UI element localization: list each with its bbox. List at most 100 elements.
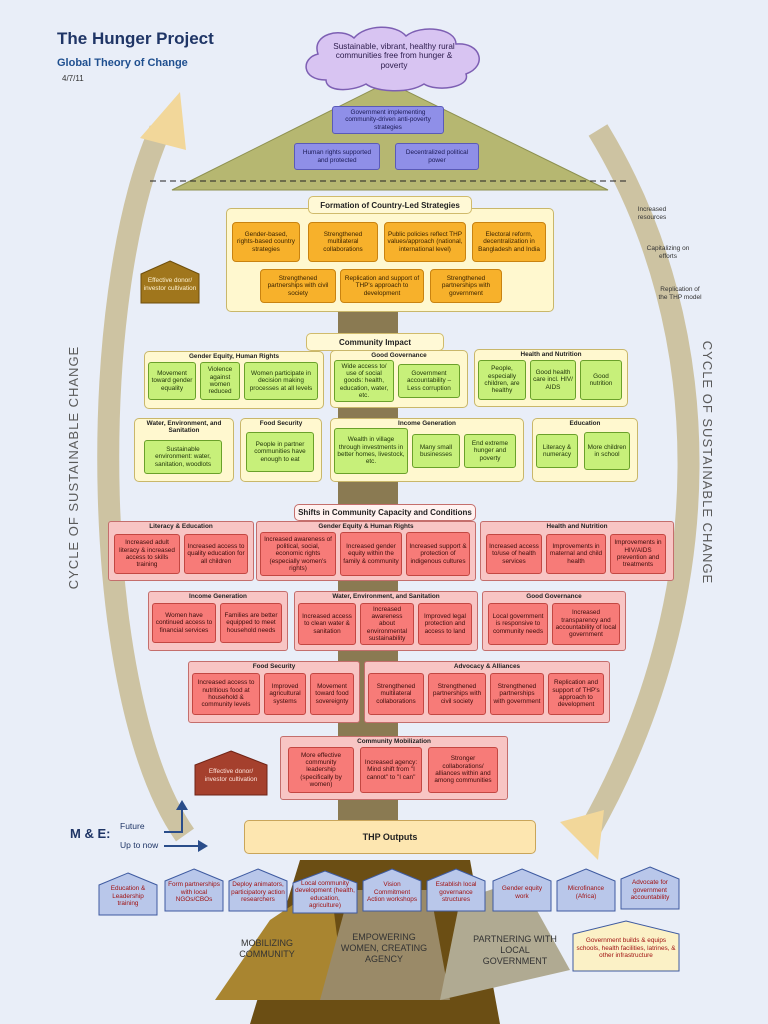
impact-education-2: More children in school <box>584 432 630 470</box>
impact-gender-3: Women participate in decision making pro… <box>244 362 318 400</box>
pentagon-shape <box>426 868 486 912</box>
shift-gender-3: Increased support & protection of indige… <box>406 532 470 576</box>
cloud-shape <box>305 26 480 92</box>
shift-food-title: Food Security <box>252 663 296 670</box>
page-date: 4/7/11 <box>62 74 84 83</box>
impact-governance-1: Wide access to/ use of social goods: hea… <box>334 360 394 402</box>
pentagon-shape <box>292 870 358 914</box>
shift-advocacy-4: Replication and support of THP's approac… <box>548 673 604 715</box>
impact-income-2: Many small businesses <box>412 434 460 468</box>
cycle-label-left: CYCLE OF SUSTAINABLE CHANGE <box>66 345 82 590</box>
output-microfinance-text: Microfinance (Africa) <box>567 885 605 900</box>
shift-literacy-title: Literacy & Education <box>149 523 213 530</box>
shift-food-1: Increased access to nutritious food at h… <box>192 673 260 715</box>
output-local-development: Local community development (health, edu… <box>292 870 358 914</box>
shift-mobilization-3: Stronger collaborations/ alliances withi… <box>428 747 498 793</box>
pentagon-shape <box>572 920 680 972</box>
output-vca-workshops: Vision Commitment Action workshops <box>362 868 422 912</box>
note-replication: Replication of the THP model <box>658 286 702 301</box>
shift-gender-2: Increased gender equity within the famil… <box>340 532 402 576</box>
country-strategy-4: Electoral reform, decentralization in Ba… <box>472 222 546 262</box>
me-future-label: Future <box>120 821 145 831</box>
shift-mobilization-1: More effective community leadership (spe… <box>288 747 354 793</box>
page-title: The Hunger Project <box>57 29 214 48</box>
me-up-to-now-label: Up to now <box>120 840 159 850</box>
output-education-leadership: Education & Leadership training <box>98 872 158 916</box>
output-education-leadership-text: Education & Leadership training <box>110 885 146 908</box>
note-capitalizing: Capitalizing on efforts <box>646 245 690 260</box>
impact-education-1: Literacy & numeracy <box>536 434 578 468</box>
pentagon-shape <box>228 868 288 912</box>
shift-advocacy-title: Advocacy & Alliances <box>453 663 521 670</box>
country-strategy-2: Strengthened multilateral collaborations <box>308 222 378 262</box>
shift-literacy-1: Increased adult literacy & increased acc… <box>114 534 180 574</box>
impact-gender-title: Gender Equity, Human Rights <box>188 353 280 360</box>
thp-outputs: THP Outputs <box>244 820 536 854</box>
gov-implementing-box: Government implementing community-driven… <box>332 106 444 134</box>
donor-cultivation-bottom-text: Effective donor/ investor cultivation <box>204 768 258 783</box>
shift-governance-1: Local government is responsive to commun… <box>488 603 548 645</box>
impact-income-1: Wealth in village through investments in… <box>334 428 408 474</box>
output-deploy-animators-text: Deploy animators, participatory action r… <box>231 881 285 904</box>
shift-health-2: Improvements in maternal and child healt… <box>546 534 606 574</box>
impact-health-2: Good health care incl. HIV/ AIDS <box>530 360 576 400</box>
me-label: M & E: <box>70 826 111 841</box>
donor-cultivation-top: Effective donor/ investor cultivation <box>140 260 200 304</box>
root-mobilizing-community: MOBILIZING COMMUNITY <box>239 938 295 959</box>
impact-food-1: People in partner communities have enoug… <box>246 432 314 472</box>
vision-cloud: Sustainable, vibrant, healthy rural comm… <box>296 22 492 92</box>
pentagon-shape <box>492 868 552 912</box>
shift-water-2: Increased awareness about environmental … <box>360 603 414 645</box>
shift-mobilization-2: Increased agency: Mind shift from "I can… <box>360 747 422 793</box>
impact-governance-title: Good Governance <box>371 352 427 359</box>
impact-food-title: Food Security <box>259 420 303 427</box>
page-subtitle: Global Theory of Change <box>57 57 188 69</box>
human-rights-box: Human rights supported and protected <box>294 143 380 170</box>
shift-water-1: Increased access to clean water & sanita… <box>298 603 356 645</box>
government-builds-text: Government builds & equips schools, heal… <box>576 937 676 960</box>
impact-gender-2: Violence against women reduced <box>200 362 240 400</box>
impact-gender-1: Movement toward gender equality <box>148 362 196 400</box>
me-arrows <box>164 800 208 852</box>
vision-cloud-text: Sustainable, vibrant, healthy rural comm… <box>333 41 455 70</box>
shift-gender-title: Gender Equity & Human Rights <box>318 523 414 530</box>
pentagon-shape <box>140 260 200 304</box>
cycle-label-right: CYCLE OF SUSTAINABLE CHANGE <box>700 340 716 585</box>
shift-income-2: Families are better equipped to meet hou… <box>220 603 282 643</box>
impact-water-1: Sustainable environment: water, sanitati… <box>144 440 222 474</box>
output-vca-workshops-text: Vision Commitment Action workshops <box>366 881 418 904</box>
country-strategy-6: Replication and support of THP's approac… <box>340 269 424 303</box>
shift-advocacy-1: Strengthened multilateral collaborations <box>368 673 424 715</box>
impact-health-title: Health and Nutrition <box>520 351 582 358</box>
output-gov-accountability: Advocate for government accountability <box>620 866 680 910</box>
country-strategy-5: Strengthened partnerships with civil soc… <box>260 269 336 303</box>
country-strategy-7: Strengthened partnerships with governmen… <box>430 269 502 303</box>
output-local-development-text: Local community development (health, edu… <box>295 879 355 909</box>
shift-governance-2: Increased transparency and accountabilit… <box>552 603 620 645</box>
decentralized-power-box: Decentralized political power <box>395 143 479 170</box>
community-impact-title: Community Impact <box>306 333 444 351</box>
output-governance-structures-text: Establish local governance structures <box>435 881 477 904</box>
country-strategies-title: Formation of Country-Led Strategies <box>308 196 472 214</box>
shift-health-3: Improvements in HIV/AIDS prevention and … <box>610 534 666 574</box>
root-empowering-women: EMPOWERING WOMEN, CREATING AGENCY <box>340 932 428 964</box>
output-governance-structures: Establish local governance structures <box>426 868 486 912</box>
impact-health-3: Good nutrition <box>580 360 622 400</box>
shift-advocacy-2: Strengthened partnerships with civil soc… <box>428 673 486 715</box>
pentagon-shape <box>164 868 224 912</box>
output-gov-accountability-text: Advocate for government accountability <box>630 879 670 902</box>
shift-health-1: Increased access to/use of health servic… <box>486 534 542 574</box>
shift-gender-1: Increased awareness of political, social… <box>260 532 336 576</box>
impact-governance-2: Government accountability – Less corrupt… <box>398 364 460 398</box>
output-ngo-partnerships-text: Form partnerships with local NGOs/CBOs <box>168 881 220 904</box>
shift-mobilization-title: Community Mobilization <box>357 738 431 745</box>
shift-food-3: Movement toward food sovereignty <box>310 673 354 715</box>
root-partnering-government: PARTNERING WITH LOCAL GOVERNMENT <box>473 934 557 966</box>
output-deploy-animators: Deploy animators, participatory action r… <box>228 868 288 912</box>
country-strategy-3: Public policies reflect THP values/appro… <box>384 222 466 262</box>
note-increased-resources: Increased resources <box>637 206 667 221</box>
output-gender-equity-text: Gender equity work <box>501 885 543 900</box>
pentagon-shape <box>556 868 616 912</box>
impact-water-title: Water, Environment, and Sanitation <box>146 420 222 434</box>
pentagon-shape <box>620 866 680 910</box>
